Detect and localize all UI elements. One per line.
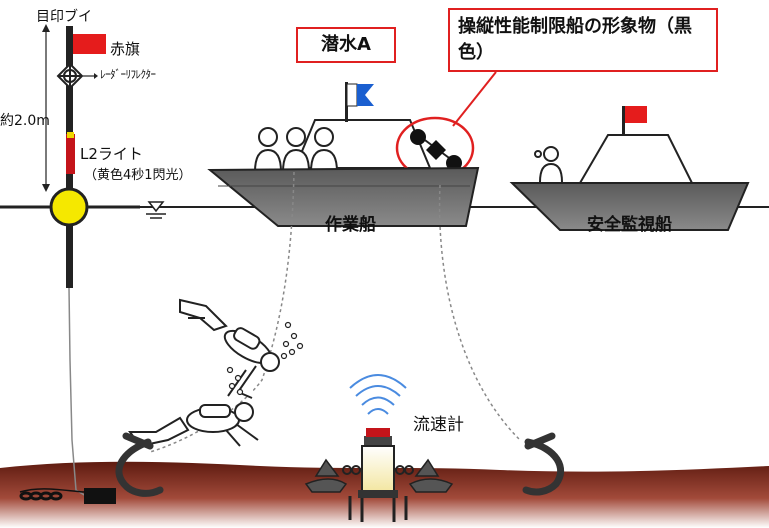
safety-boat <box>509 106 750 231</box>
work-boat-label: 作業船 <box>325 215 376 235</box>
buoy-height-label: 約2.0m <box>0 113 50 129</box>
l2-light-detail: （黄色4秒1閃光） <box>84 168 192 183</box>
radar-reflector-label: ﾚｰﾀﾞｰﾘﾌﾚｸﾀｰ <box>100 68 156 81</box>
work-boat-hull <box>207 166 480 227</box>
radar-reflector-icon <box>56 62 98 90</box>
current-meter-label: 流速計 <box>413 415 464 435</box>
safety-boat-hull <box>509 182 750 231</box>
current-meter-icon <box>304 374 454 522</box>
restricted-vessel-shape-callout: 操縦性能制限船の形象物（黒色） <box>448 8 718 72</box>
anchor-left-icon <box>115 432 164 497</box>
diver-flag-icon <box>346 83 374 107</box>
crew-icon <box>254 127 338 173</box>
anchor-right-icon <box>522 432 565 496</box>
yellow-buoy-float <box>49 187 89 227</box>
red-flag-icon <box>73 34 106 54</box>
safety-boat-label: 安全監視船 <box>587 215 672 235</box>
buoy-sinker <box>19 488 116 504</box>
diver-a-callout: 潜水A <box>296 27 396 63</box>
marker-buoy-title: 目印ブイ <box>36 9 92 25</box>
waterline-symbol <box>146 201 166 219</box>
diver-upper-icon <box>179 298 280 399</box>
restricted-shape-icon <box>410 129 462 171</box>
bubbles <box>226 321 304 396</box>
marker-buoy <box>0 24 140 497</box>
observer-icon <box>534 146 563 183</box>
diver-lower-icon <box>128 402 259 448</box>
l2-light-icon <box>66 134 75 174</box>
l2-light-label: L2ライト <box>80 145 143 163</box>
work-boat <box>207 71 497 227</box>
signal-waves-icon <box>349 374 407 415</box>
safety-boat-red-flag-icon <box>625 106 647 123</box>
red-flag-label: 赤旗 <box>110 40 141 58</box>
